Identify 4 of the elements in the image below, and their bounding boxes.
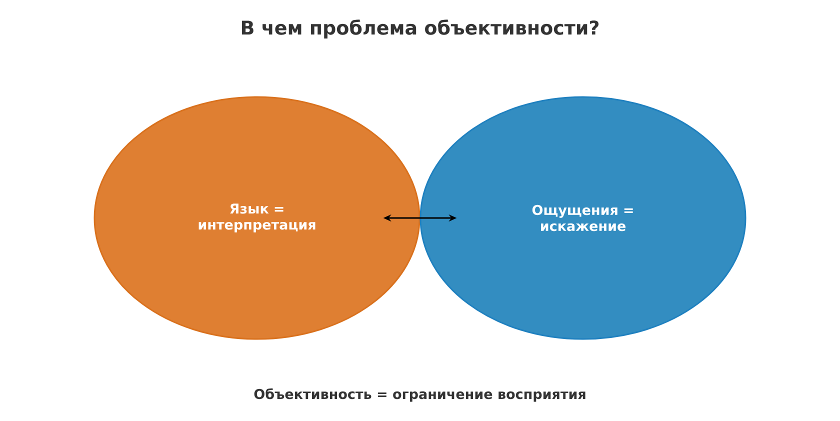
ellipse-node: Язык = интерпретация [94,96,420,340]
ellipse-node: Ощущения = искажение [420,96,746,340]
footer-text: Объективность = ограничение восприятия [254,388,586,402]
title: В чем проблема объективности? [242,20,599,38]
